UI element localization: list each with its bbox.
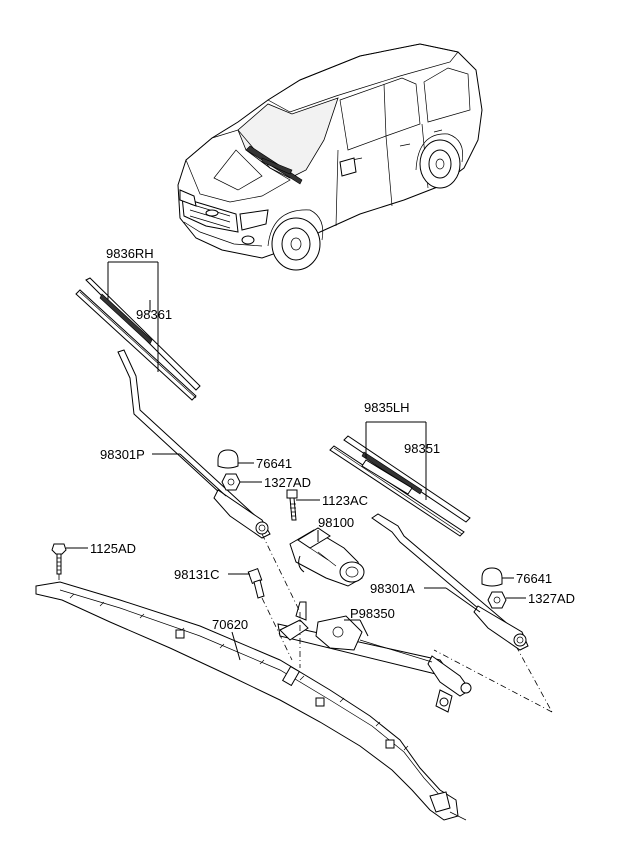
- wiper-motor: [289, 527, 365, 587]
- label-98131c: 98131C: [174, 567, 220, 582]
- label-98100: 98100: [318, 515, 354, 530]
- label-1327ad-upper: 1327AD: [264, 475, 311, 490]
- lower-cap: [481, 567, 503, 587]
- panel-bolt: [51, 543, 67, 592]
- label-9836rh: 9836RH: [106, 246, 154, 261]
- lh-blade-leaders: [365, 421, 427, 500]
- label-1327ad-lower: 1327AD: [528, 591, 575, 606]
- part-labels: 9836RH 98361 98301P 76641 1327AD 1123AC …: [90, 246, 575, 632]
- cowl-panel: [35, 581, 467, 821]
- label-98351: 98351: [404, 441, 440, 456]
- label-98301a: 98301A: [370, 581, 415, 596]
- upper-cap: [217, 449, 239, 469]
- label-98301p: 98301P: [100, 447, 145, 462]
- label-p98350: P98350: [350, 606, 395, 621]
- label-98361: 98361: [136, 307, 172, 322]
- label-70620: 70620: [212, 617, 248, 632]
- label-9835lh: 9835LH: [364, 400, 410, 415]
- label-76641-lower: 76641: [516, 571, 552, 586]
- vehicle-illustration: [177, 43, 483, 271]
- upper-nut: [221, 473, 241, 491]
- driver-wiper-arm: [371, 513, 529, 651]
- washer-nozzle: [247, 568, 293, 661]
- leader-lines: [66, 300, 526, 661]
- motor-bolt: [286, 489, 298, 521]
- reference-lines: [261, 533, 553, 713]
- passenger-wiper-arm: [117, 349, 271, 539]
- label-1123ac: 1123AC: [322, 493, 368, 508]
- wiper-linkage: [277, 601, 472, 713]
- rh-wiper-blade: [75, 277, 201, 401]
- label-76641-upper: 76641: [256, 456, 292, 471]
- label-1125ad: 1125AD: [90, 541, 136, 556]
- rh-blade-leaders: [107, 261, 159, 372]
- lower-nut: [487, 591, 507, 609]
- lh-wiper-blade: [329, 435, 471, 537]
